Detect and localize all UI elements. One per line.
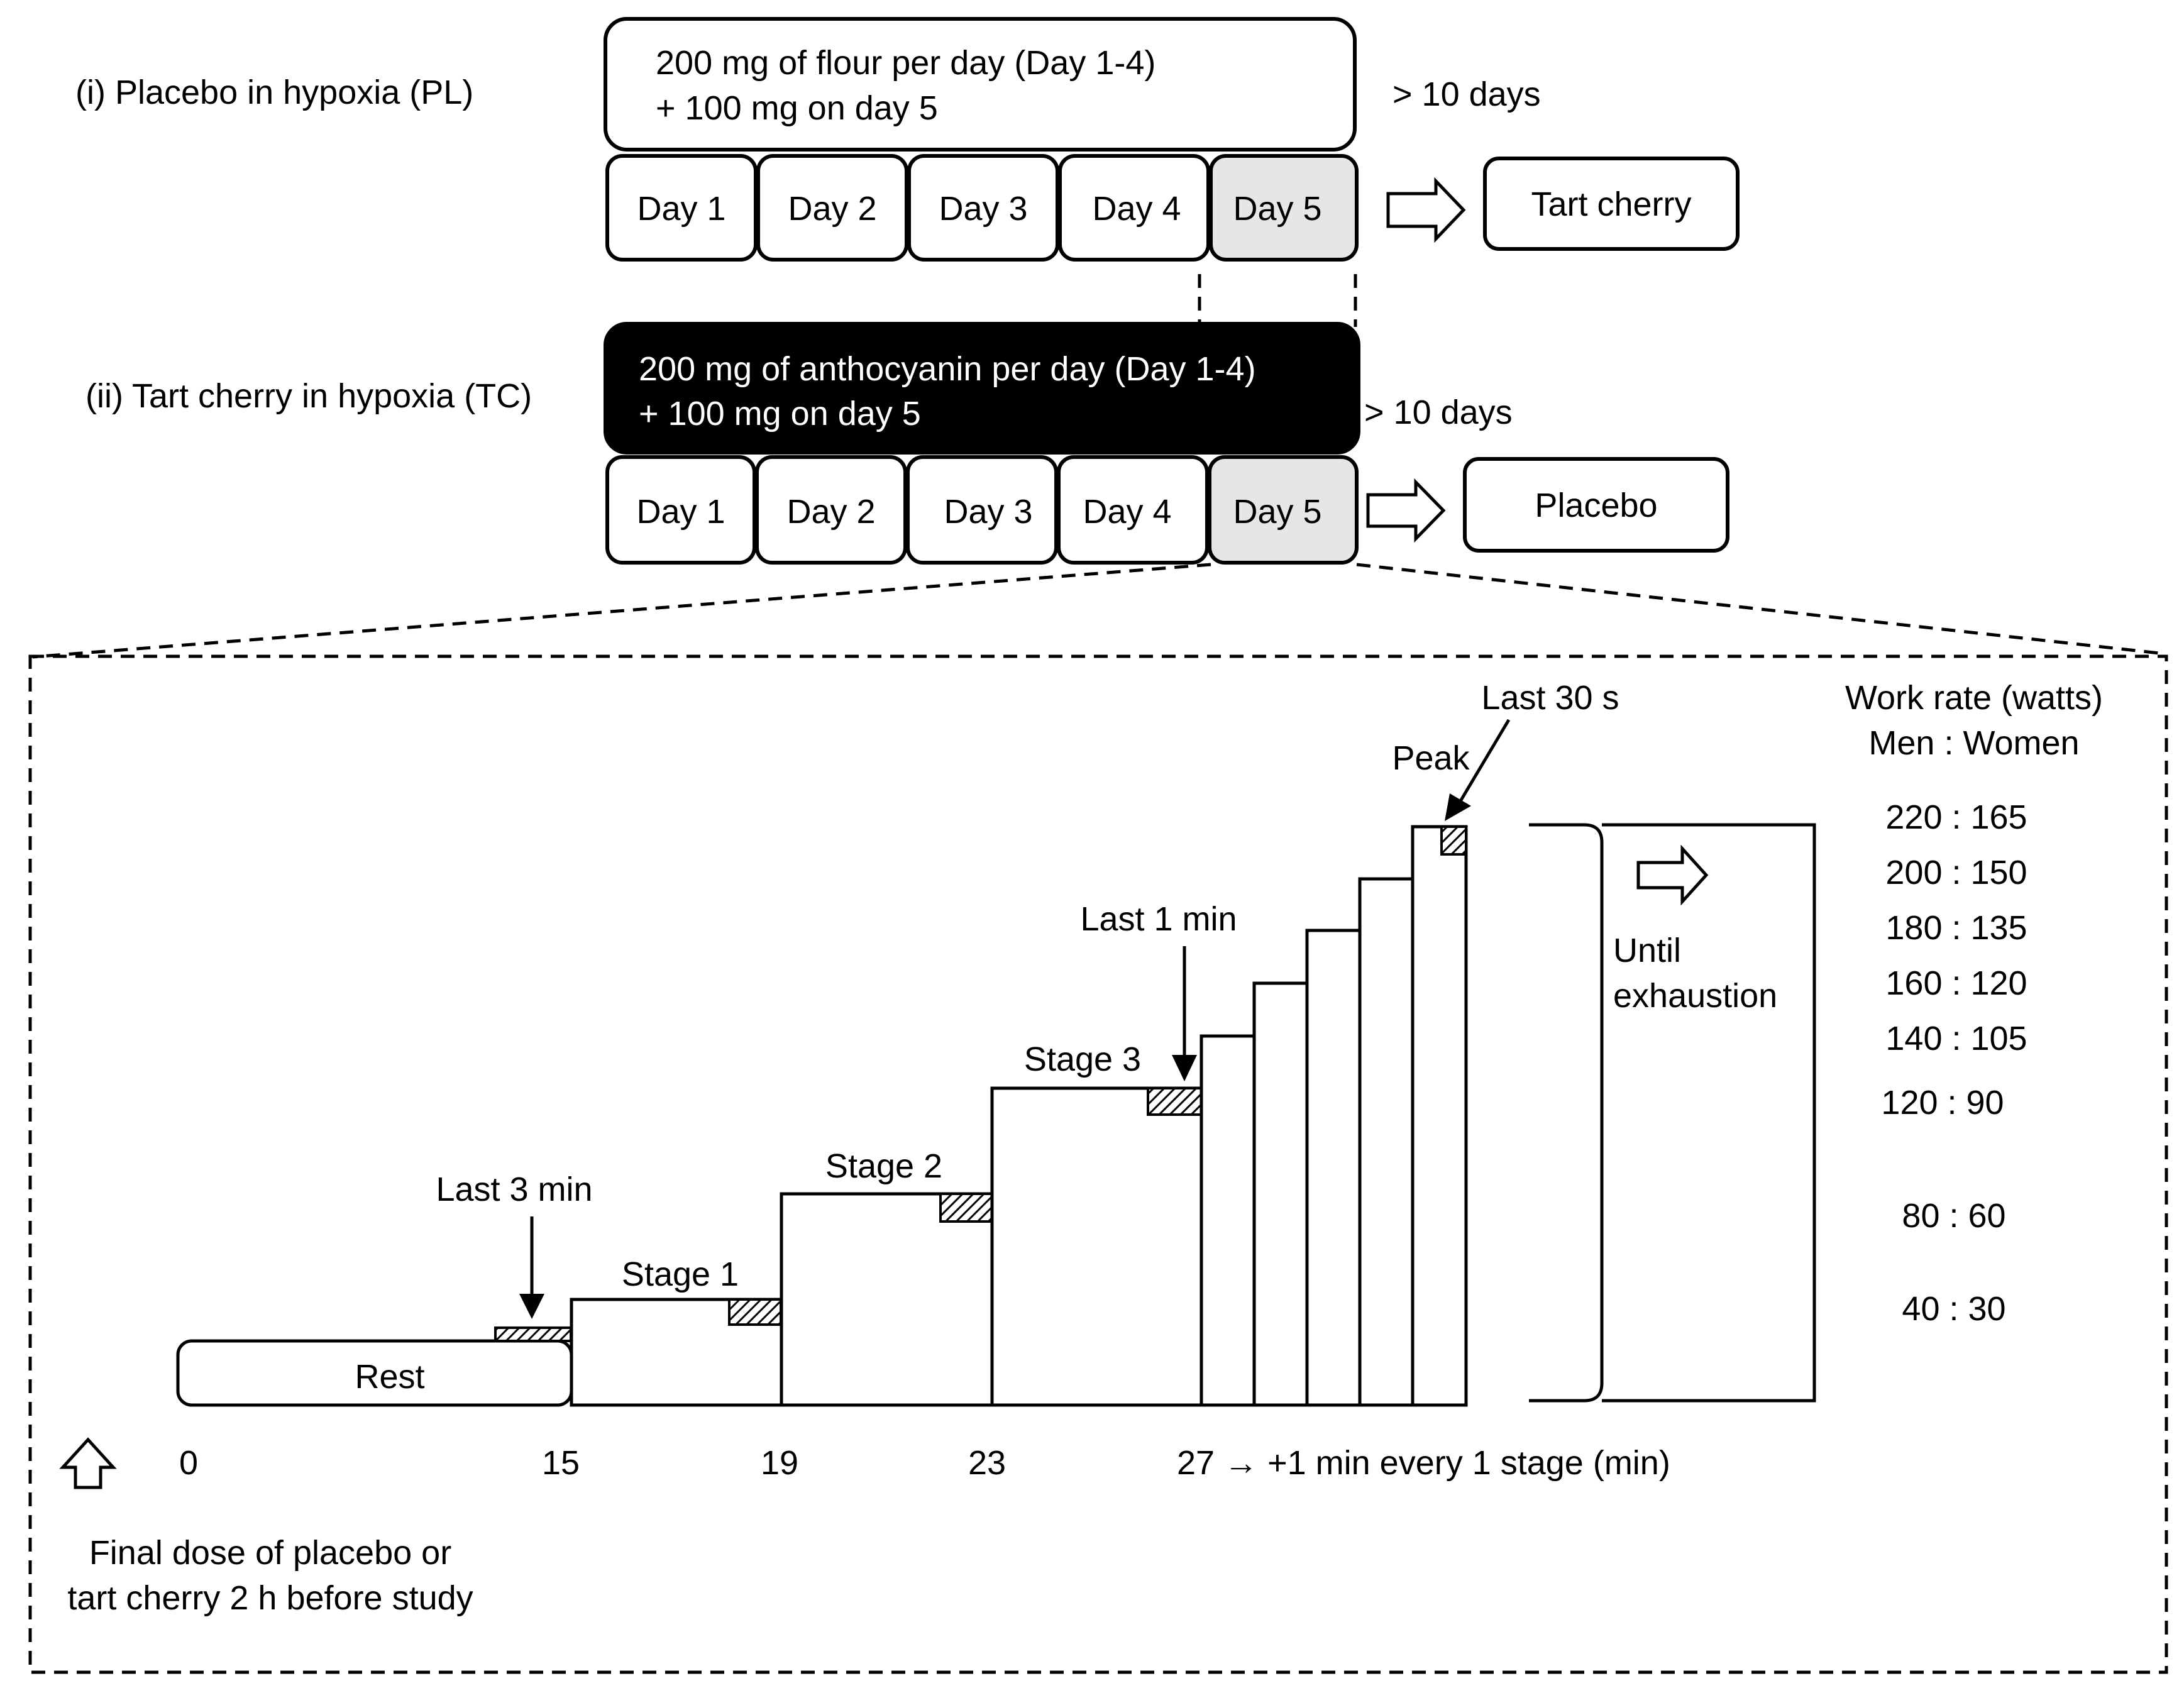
last-30s-arrowhead-icon [1445,793,1471,821]
tc-day-1: Day 1 [636,493,725,531]
time-tick-19: 19 [761,1444,798,1482]
exercise-protocol: Rest Stage 1 Stage 2 Stage 3 Last 3 min … [59,679,2103,1617]
final-dose-arrow-icon [59,1437,117,1489]
work-rate-140: 140 : 105 [1885,1020,2027,1057]
tart-cherry-dose-line1: 200 mg of anthocyanin per day (Day 1-4) [639,350,1256,388]
time-tick-tail: 27 → +1 min every 1 stage (min) [1177,1444,1670,1482]
placebo-day-3-box [907,154,1059,262]
tc-day-1-box [605,455,756,565]
placebo-day-4: Day 4 [1092,190,1181,228]
last-1min-label: Last 1 min [1080,900,1237,938]
work-rate-120: 120 : 90 [1881,1084,2004,1122]
protocol-tart-cherry-label: (ii) Tart cherry in hypoxia (TC) [85,377,532,415]
exercise-protocol-frame [28,654,2168,1674]
last-3min-label: Last 3 min [436,1171,592,1208]
placebo-day-2-box [756,154,908,262]
work-rate-160: 160 : 120 [1885,964,2027,1002]
last-1min-arrowhead-icon [1172,1055,1197,1081]
exhaustion-box [1602,823,1816,1403]
tc-day-5-box [1208,455,1359,565]
step-bar-2 [1252,981,1309,1407]
placebo-day-1-box [605,154,758,262]
rest-sample-window [494,1326,572,1342]
work-rate-40: 40 : 30 [1902,1290,2005,1328]
placebo-dose-line1: 200 mg of flour per day (Day 1-4) [656,44,1155,82]
placebo-crossover-box [1483,157,1740,251]
time-tick-15: 15 [542,1444,580,1482]
stage-1-sample-window [728,1298,782,1326]
exhaustion-bracket [1529,823,1604,1403]
zoom-line-left [32,563,1211,659]
tart-cherry-dose-line2: + 100 mg on day 5 [639,395,921,433]
placebo-dose-box [604,17,1357,152]
tart-cherry-dose-box [604,322,1360,455]
tc-day-3: Day 3 [944,493,1032,531]
protocol-placebo-label: (i) Placebo in hypoxia (PL) [75,74,473,111]
stage-2-sample-window [939,1193,993,1223]
step-bar-peak [1411,825,1468,1407]
step-bar-4 [1358,877,1415,1407]
exhaustion-arrow-icon [1636,844,1709,906]
exhaustion-label: exhaustion [1613,977,1777,1015]
tc-day-4: Day 4 [1083,493,1171,531]
tc-day-2-box [755,455,907,565]
work-rate-220: 220 : 165 [1885,798,2027,836]
stage-2-label: Stage 2 [825,1147,942,1185]
peak-sample-window [1440,825,1467,856]
tart-cherry-washout: > 10 days [1364,394,1513,431]
tc-day-2: Day 2 [786,493,875,531]
placebo-day-3: Day 3 [939,190,1027,228]
until-label: Until [1613,932,1681,969]
placebo-dose-line2: + 100 mg on day 5 [656,89,938,127]
tc-day-3-box [906,455,1058,565]
work-rate-header: Work rate (watts) [1845,679,2103,717]
tc-crossover-label: Placebo [1535,487,1657,524]
work-rate-200: 200 : 150 [1885,854,2027,891]
rest-label: Rest [355,1358,424,1396]
placebo-day-4-box [1058,154,1210,262]
tc-day-5: Day 5 [1233,493,1321,531]
placebo-day-2: Day 2 [788,190,876,228]
work-rate-subheader: Men : Women [1868,724,2079,762]
step-bar-1 [1200,1034,1256,1407]
tc-day-4-box [1057,455,1209,565]
placebo-day-5-box [1209,154,1359,262]
tc-crossover-box [1463,457,1729,553]
time-tick-0: 0 [179,1444,198,1482]
protocol-tart-cherry: (ii) Tart cherry in hypoxia (TC) 200 mg … [85,322,1729,565]
stage-3-sample-window [1147,1087,1203,1116]
tc-crossover-arrow-icon [1366,478,1446,543]
placebo-crossover-arrow-icon [1386,177,1466,243]
stage-3-bar [990,1086,1203,1407]
time-tick-23: 23 [968,1444,1006,1482]
protocol-placebo: (i) Placebo in hypoxia (PL) 200 mg of fl… [75,17,1740,262]
placebo-washout: > 10 days [1393,75,1541,113]
work-rate-80: 80 : 60 [1902,1197,2005,1235]
placebo-crossover-label: Tart cherry [1531,185,1691,223]
placebo-day-1: Day 1 [637,190,725,228]
stage-1-label: Stage 1 [622,1255,739,1293]
peak-label: Peak [1392,739,1470,777]
final-dose-line2: tart cherry 2 h before study [67,1579,473,1617]
zoom-line-right [1356,563,2166,656]
final-dose-line1: Final dose of placebo or [89,1534,451,1572]
work-rate-180: 180 : 135 [1885,909,2027,947]
stage-3-label: Stage 3 [1024,1040,1141,1078]
placebo-day-5: Day 5 [1233,190,1321,228]
stage-2-bar [780,1192,994,1407]
last-30s-label: Last 30 s [1481,679,1619,717]
last-3min-arrowhead-icon [519,1294,544,1319]
last-30s-arrow-shaft [1458,719,1511,803]
step-bar-3 [1305,929,1362,1407]
